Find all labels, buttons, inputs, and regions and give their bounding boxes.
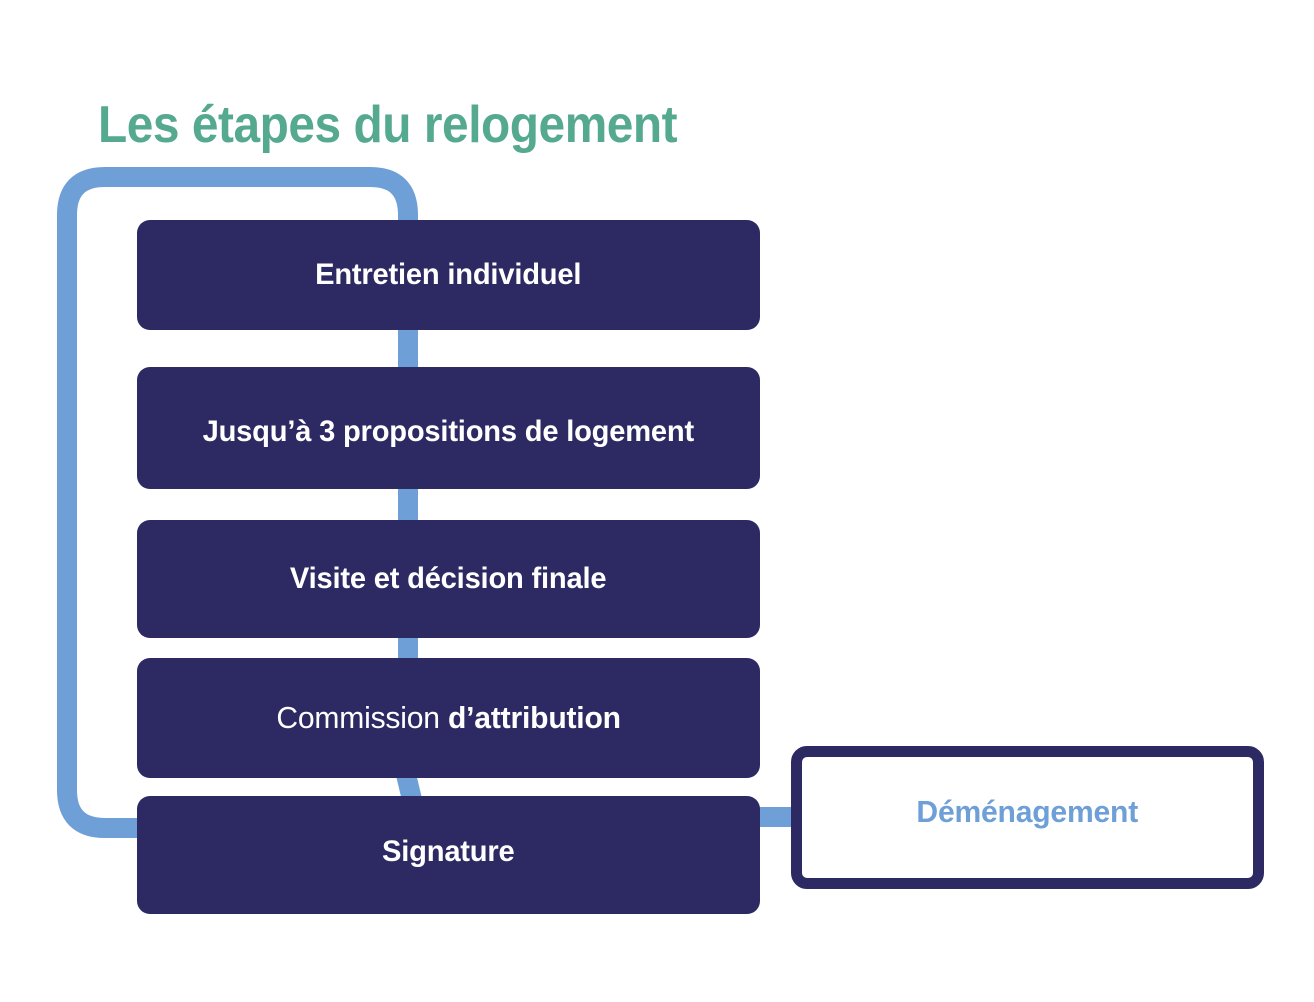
- page-title: Les étapes du relogement: [98, 96, 678, 154]
- outcome-label: Déménagement: [916, 793, 1139, 829]
- step-label: Entretien individuel: [315, 258, 582, 292]
- step-label: Jusqu’à 3 propositions de logement: [202, 415, 695, 449]
- step-label: Signature: [382, 835, 515, 869]
- step-label-bold-part: d’attribution: [447, 699, 621, 735]
- step-label-regular-part: Commission: [276, 699, 448, 735]
- step-box-entretien-individuel[interactable]: Entretien individuel: [137, 220, 760, 330]
- step-label: Visite et décision finale: [290, 562, 607, 596]
- step-box-commission-attribution[interactable]: Commission d’attribution: [137, 658, 760, 778]
- step-box-propositions-logement[interactable]: Jusqu’à 3 propositions de logement: [137, 367, 760, 489]
- step-label: Commission d’attribution: [259, 700, 638, 737]
- step-box-visite-decision-finale[interactable]: Visite et décision finale: [137, 520, 760, 638]
- step-box-signature[interactable]: Signature: [137, 796, 760, 914]
- outcome-box-demenagement[interactable]: Déménagement: [791, 746, 1264, 889]
